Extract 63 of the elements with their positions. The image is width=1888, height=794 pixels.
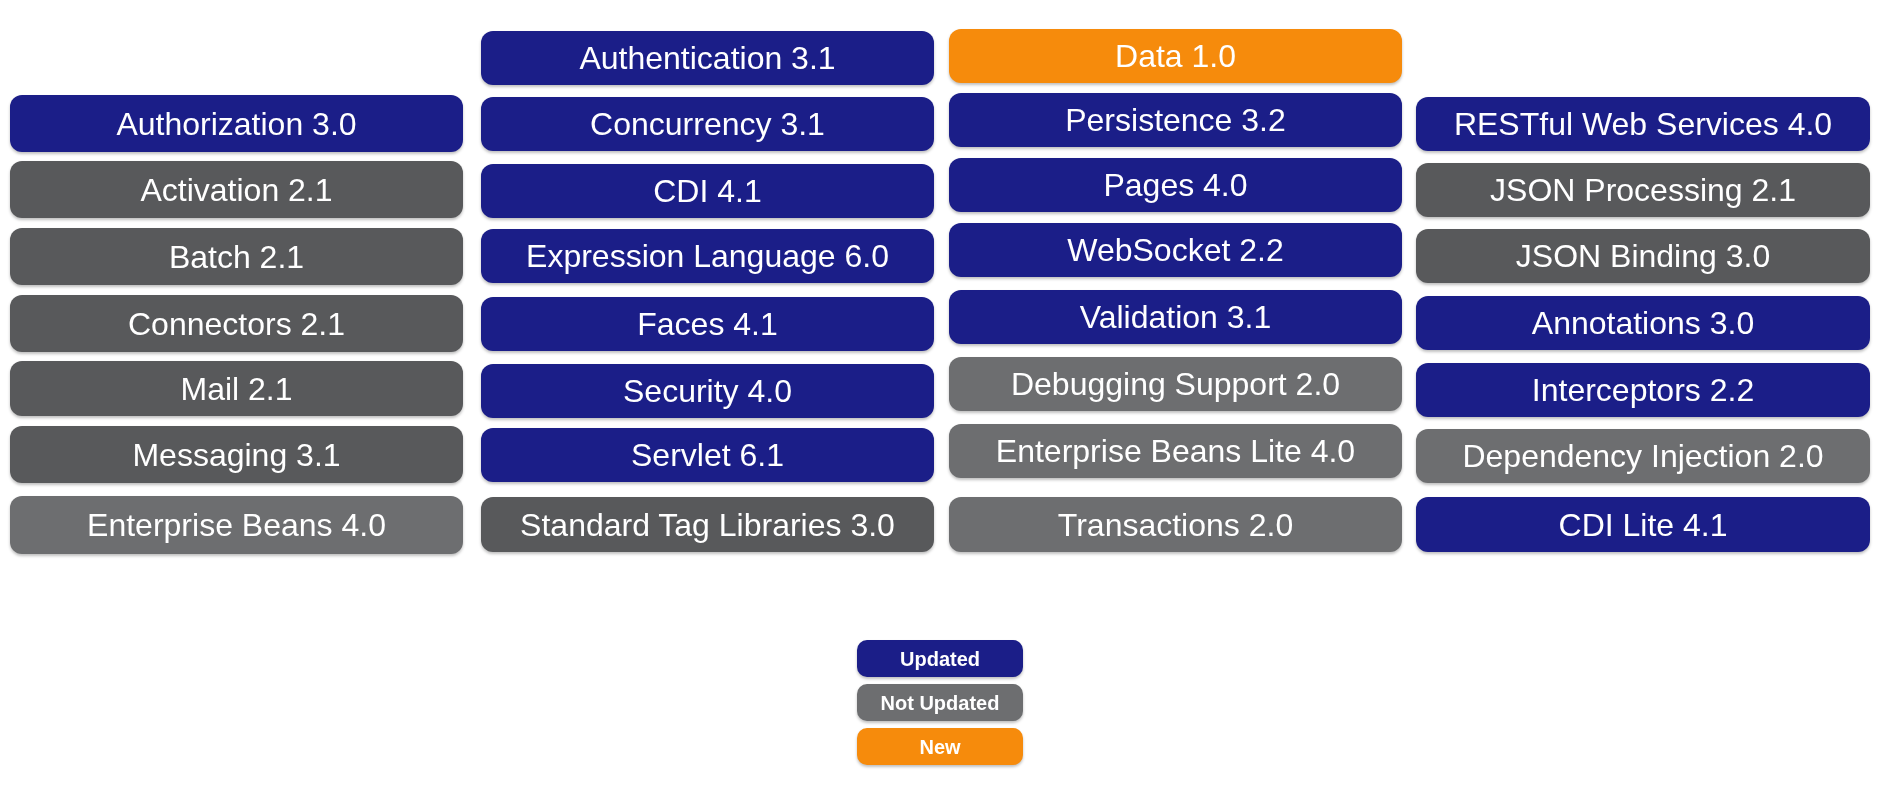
spec-name: Mail 2.1 [180,370,293,407]
spec-name: JSON Processing 2.1 [1490,172,1796,208]
legend-label: New [919,734,961,759]
legend-label: Updated [900,646,980,671]
spec-box [949,497,1402,552]
spec-box [10,95,463,152]
spec-box [10,161,463,218]
spec-box [1416,497,1870,552]
spec-box [1416,97,1870,151]
spec-name: Annotations 3.0 [1531,305,1755,341]
spec-box [481,297,934,351]
spec-name: Authorization 3.0 [116,105,357,142]
spec-box [1416,429,1870,483]
spec-name: Enterprise Beans Lite 4.0 [995,433,1356,469]
spec-box [481,97,934,151]
spec-box [949,223,1402,277]
spec-name: Dependency Injection 2.0 [1462,438,1824,474]
spec-box [949,158,1402,212]
spec-name: Faces 4.1 [637,306,778,342]
spec-box [949,290,1402,344]
spec-name: Connectors 2.1 [128,305,345,342]
spec-name: Interceptors 2.2 [1531,372,1755,408]
spec-box [10,228,463,285]
spec-box [10,361,463,416]
spec-name: Data 1.0 [1115,38,1236,74]
spec-name: Security 4.0 [623,373,792,409]
spec-box [481,364,934,418]
spec-box [481,497,934,552]
spec-name: Servlet 6.1 [631,437,784,473]
spec-name: WebSocket 2.2 [1067,232,1284,268]
spec-name: Debugging Support 2.0 [1010,366,1341,402]
legend-label: Not Updated [880,690,1000,715]
spec-box [949,29,1402,83]
spec-name: Activation 2.1 [140,171,333,208]
spec-name: CDI 4.1 [653,173,762,209]
spec-name: Enterprise Beans 4.0 [87,507,386,543]
spec-name: Validation 3.1 [1079,299,1272,335]
spec-box [10,496,463,554]
spec-box [10,295,463,352]
spec-box [949,93,1402,147]
spec-name: Standard Tag Libraries 3.0 [520,506,895,543]
spec-name: Transactions 2.0 [1057,506,1294,543]
spec-name: RESTful Web Services 4.0 [1453,106,1833,142]
spec-box [481,31,934,85]
spec-box [1416,363,1870,417]
spec-box [10,426,463,483]
spec-name: Expression Language 6.0 [526,238,889,274]
spec-box [481,229,934,283]
spec-name: Messaging 3.1 [132,436,341,473]
spec-name: Concurrency 3.1 [590,106,825,142]
spec-name: CDI Lite 4.1 [1558,506,1728,543]
spec-name: Pages 4.0 [1103,167,1248,203]
spec-name: Batch 2.1 [168,238,305,275]
spec-name: Persistence 3.2 [1065,102,1286,138]
spec-name: Authentication 3.1 [579,40,836,76]
spec-box [1416,229,1870,283]
spec-box [1416,296,1870,350]
spec-box [949,424,1402,478]
spec-box [481,428,934,482]
spec-name: JSON Binding 3.0 [1515,238,1771,274]
spec-box [481,164,934,218]
spec-box [949,357,1402,411]
spec-box [1416,163,1870,217]
